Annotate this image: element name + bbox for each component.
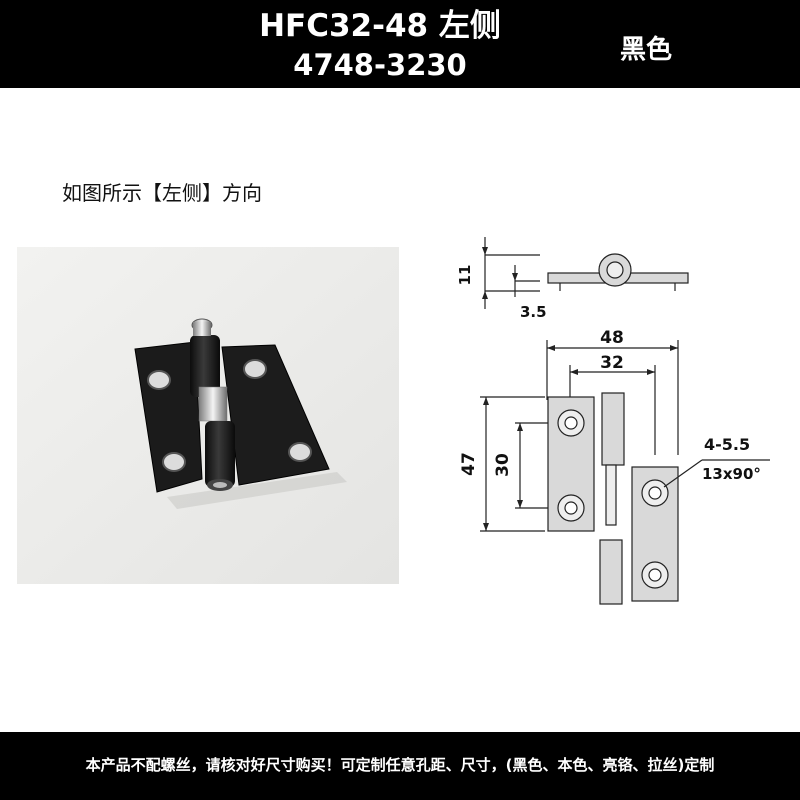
color-label: 黑色 [620,35,673,65]
dim-height-label: 11 [456,265,474,286]
product-photo [17,247,399,584]
orientation-caption: 如图所示【左侧】方向 [62,181,262,205]
technical-drawing: 11 3.5 48 32 47 30 4-5.5 13x90° [456,237,770,605]
title-banner: HFC32-48 左侧 4748-3230 黑色 [0,0,800,88]
dim-thickness-label: 3.5 [520,303,547,321]
dim-countersink-label: 13x90° [702,465,761,483]
dim-hole-span-x-label: 32 [600,353,624,373]
dim-holes-label: 4-5.5 [704,435,750,454]
footer-banner: 本产品不配螺丝，请核对好尺寸购买！可定制任意孔距、尺寸，(黑色、本色、亮铬、拉丝… [0,732,800,800]
product-title: HFC32-48 左侧 [259,8,501,44]
product-code: 4748-3230 [293,48,467,82]
dim-total-height-label: 47 [459,452,479,476]
dim-hole-span-y-label: 30 [493,453,513,477]
footer-note: 本产品不配螺丝，请核对好尺寸购买！可定制任意孔距、尺寸，(黑色、本色、亮铬、拉丝… [85,756,715,774]
dim-total-width-label: 48 [600,328,624,348]
